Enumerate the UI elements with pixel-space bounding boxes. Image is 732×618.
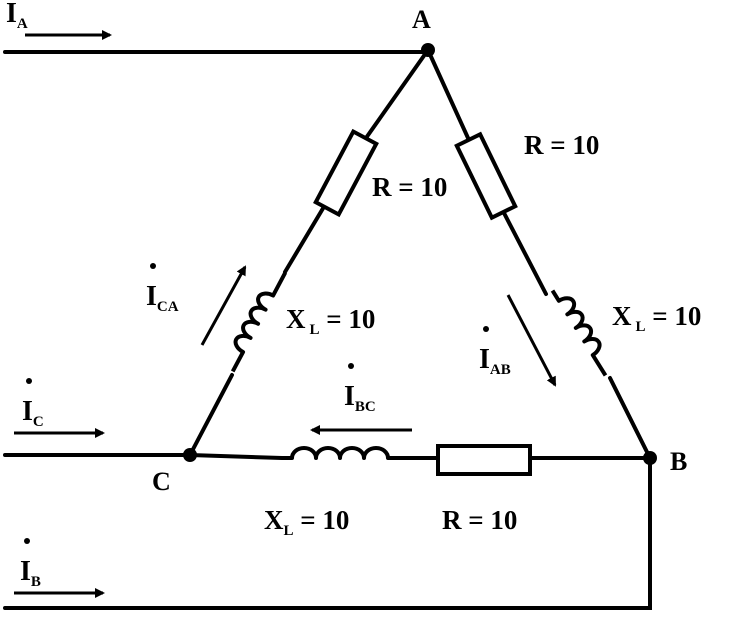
inductor-ab: [550, 289, 608, 377]
node-c-dot: [183, 448, 197, 462]
label-i-ca: ICA: [146, 263, 179, 315]
label-i-bc: IBC: [344, 363, 376, 415]
svg-text:ICA: ICA: [146, 281, 179, 315]
svg-text:IA: IA: [6, 0, 28, 32]
label-xl-bc: XL = 10: [264, 505, 349, 539]
svg-text:IBC: IBC: [344, 381, 376, 415]
svg-text:IB: IB: [20, 556, 41, 590]
node-b-label: B: [670, 447, 687, 476]
label-i-a: IA: [6, 0, 28, 32]
resistor-ab: [454, 131, 518, 221]
resistor-bc: [436, 444, 532, 476]
node-b-dot: [643, 451, 657, 465]
node-c-label: C: [152, 467, 171, 496]
label-r-ab: R = 10: [524, 130, 599, 160]
svg-text:IAB: IAB: [479, 344, 511, 378]
inductor-ca: [230, 271, 288, 373]
label-r-ca: R = 10: [372, 172, 447, 202]
label-i-b: IB: [20, 538, 41, 590]
arrow-i-ab: [506, 294, 557, 387]
resistor-ca: [313, 128, 379, 218]
line-wire-b: [3, 456, 652, 610]
svg-text:IC: IC: [22, 396, 44, 430]
label-r-bc: R = 10: [442, 505, 517, 535]
branch-ca: [188, 48, 430, 457]
arrow-i-ca: [200, 265, 247, 346]
node-a-dot: [421, 43, 435, 57]
label-i-c: IC: [22, 378, 44, 430]
branch-bc: [188, 444, 652, 476]
label-i-ab: IAB: [479, 326, 511, 378]
node-a-label: A: [412, 5, 431, 34]
inductor-bc: [282, 446, 392, 460]
branch-ab: [426, 48, 652, 460]
